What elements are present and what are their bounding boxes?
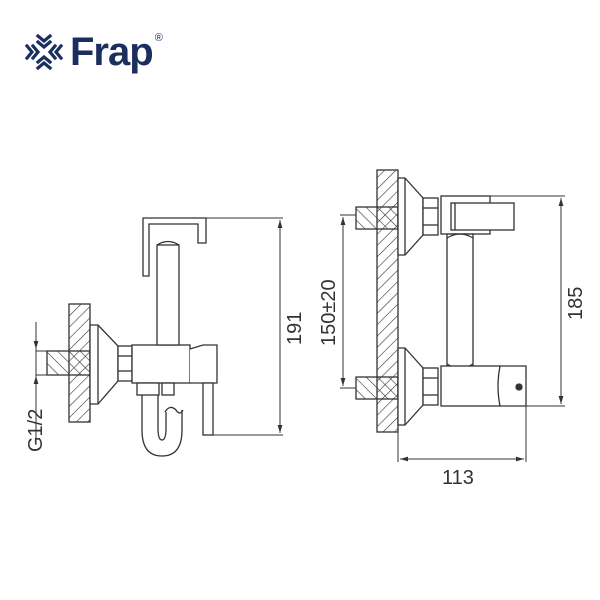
- right-dimensions: [340, 195, 565, 462]
- snowflake-logo-icon: [24, 33, 64, 71]
- dimension-center-distance: 150±20: [318, 279, 340, 346]
- dimension-height-left: 191: [284, 312, 306, 345]
- dimension-height-right: 185: [565, 287, 587, 320]
- right-view: [355, 169, 527, 433]
- left-dimensions: [33, 217, 283, 445]
- left-view: [46, 217, 218, 457]
- registered-mark: ®: [154, 32, 163, 44]
- brand-logo: Frap ®: [24, 27, 163, 77]
- dimension-thread: G1/2: [25, 409, 47, 452]
- dimension-depth: 113: [442, 467, 474, 489]
- brand-name: Frap: [70, 30, 154, 74]
